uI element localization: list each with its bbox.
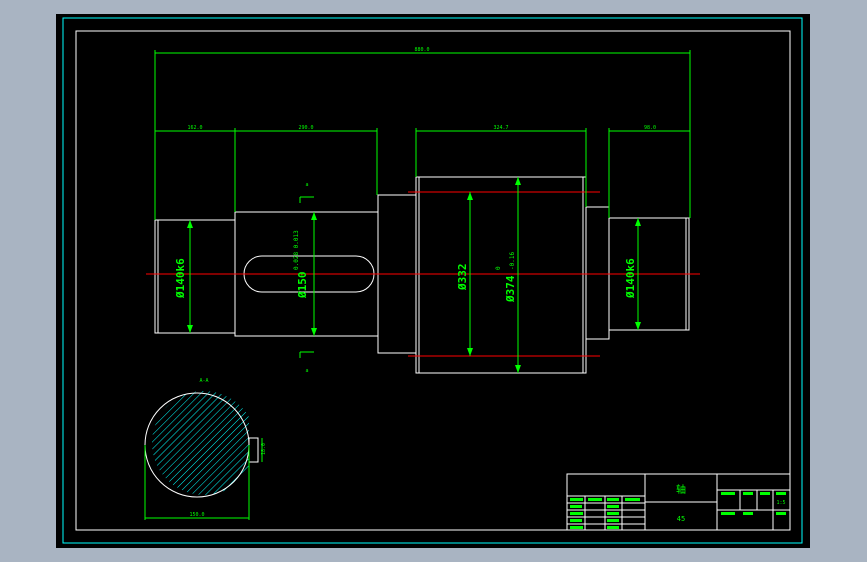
dim-keyway-tolerance: 0.028 0.013 [293, 230, 300, 270]
dimension-arrows [187, 177, 641, 373]
title-material: 45 [677, 515, 685, 523]
sheet-inner-border [75, 30, 791, 531]
title-scale: 1:5 [776, 500, 785, 506]
dim-right-journal-dia: Ø140k6 [624, 258, 637, 299]
dimension-lines [154, 50, 691, 373]
title-block-fills [570, 492, 786, 529]
section-view-a-a [144, 391, 263, 520]
section-label: A-A [199, 378, 208, 384]
sheet-outer-border [62, 17, 803, 544]
dim-right-journal-len: 98.0 [644, 125, 656, 131]
dim-gear-outer-dia: Ø374 [504, 275, 517, 303]
section-mark-bottom: a [305, 368, 308, 374]
title-part-name: 轴 [676, 483, 686, 496]
dim-gear-tol-upper: 0 [495, 266, 502, 270]
keyway-slot [243, 255, 375, 293]
title-block [566, 473, 791, 531]
dim-overall-length: 880.0 [414, 47, 429, 53]
dim-gear-inner-dia: Ø332 [456, 264, 469, 292]
dim-gear-section-len: 324.7 [493, 125, 508, 131]
section-width-dim: 150.0 [189, 512, 204, 518]
section-key-depth-dim: 18.0 [261, 443, 267, 455]
section-mark-top: a [305, 182, 308, 188]
dim-gear-tol-lower: -0.16 [509, 252, 516, 270]
keyway-notch [248, 437, 259, 463]
dim-left-journal-len: 162.0 [187, 125, 202, 131]
dim-keyway-dia: Ø150 [296, 272, 309, 300]
dim-keyway-section-len: 290.0 [298, 125, 313, 131]
dim-left-journal-dia: Ø140k6 [174, 258, 187, 299]
